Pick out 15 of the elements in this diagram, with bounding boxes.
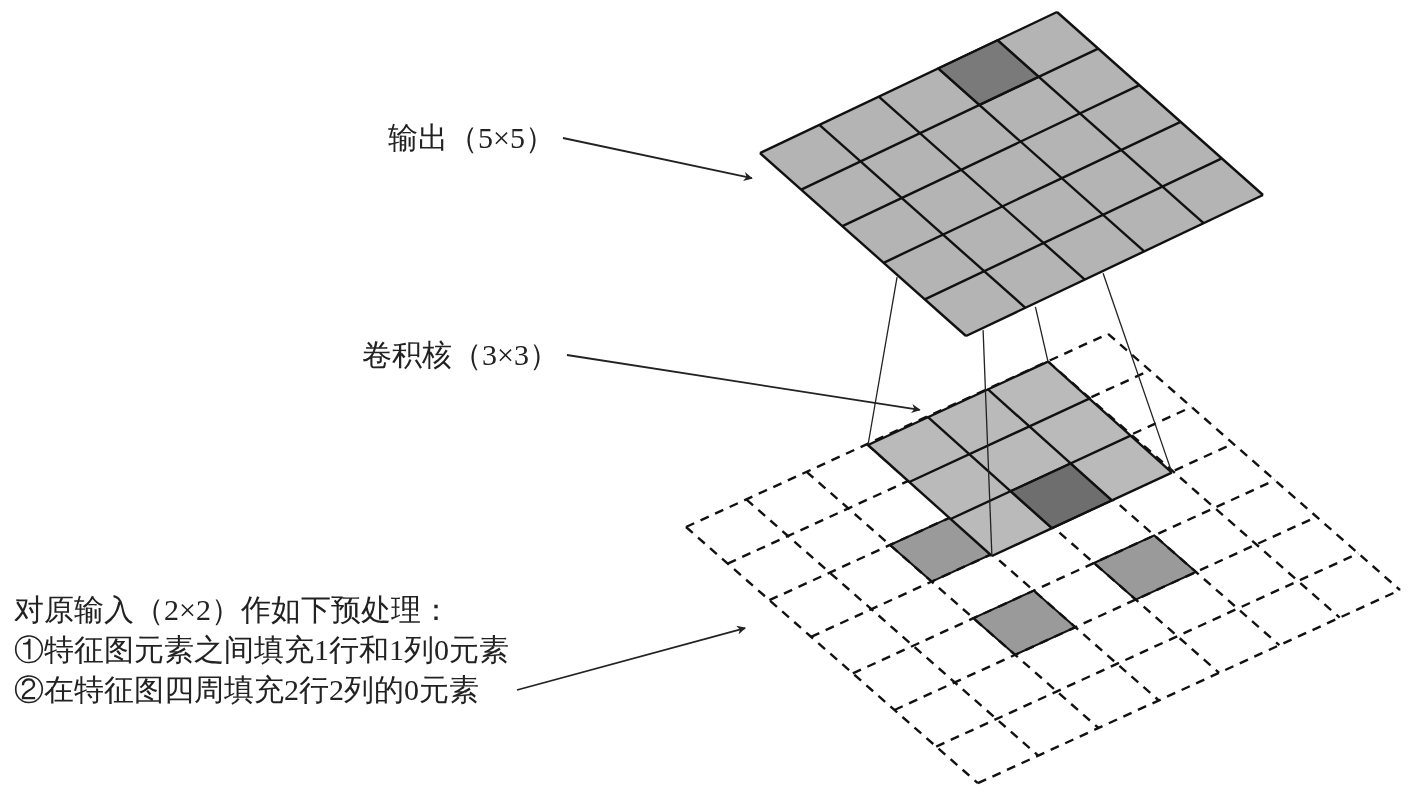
grid-drawing xyxy=(867,360,1173,558)
projection-line xyxy=(1034,306,1049,363)
label-text: 卷积核（3×3） xyxy=(362,337,559,373)
projection-line xyxy=(1102,272,1173,474)
grid-drawing xyxy=(685,332,1401,785)
note-line: 对原输入（2×2）作如下预处理： xyxy=(14,592,452,628)
projection-line xyxy=(867,276,898,446)
note-line: ①特征图元素之间填充1行和1列0元素 xyxy=(14,632,509,668)
leader-arrow xyxy=(562,137,753,181)
leader-arrow xyxy=(566,354,921,413)
label-text: 输出（5×5） xyxy=(388,120,555,156)
projection-line xyxy=(982,329,993,557)
grid-drawing xyxy=(759,10,1264,338)
note-line: ②在特征图四周填充2行2列的0元素 xyxy=(14,672,480,708)
leader-arrow xyxy=(516,625,747,691)
